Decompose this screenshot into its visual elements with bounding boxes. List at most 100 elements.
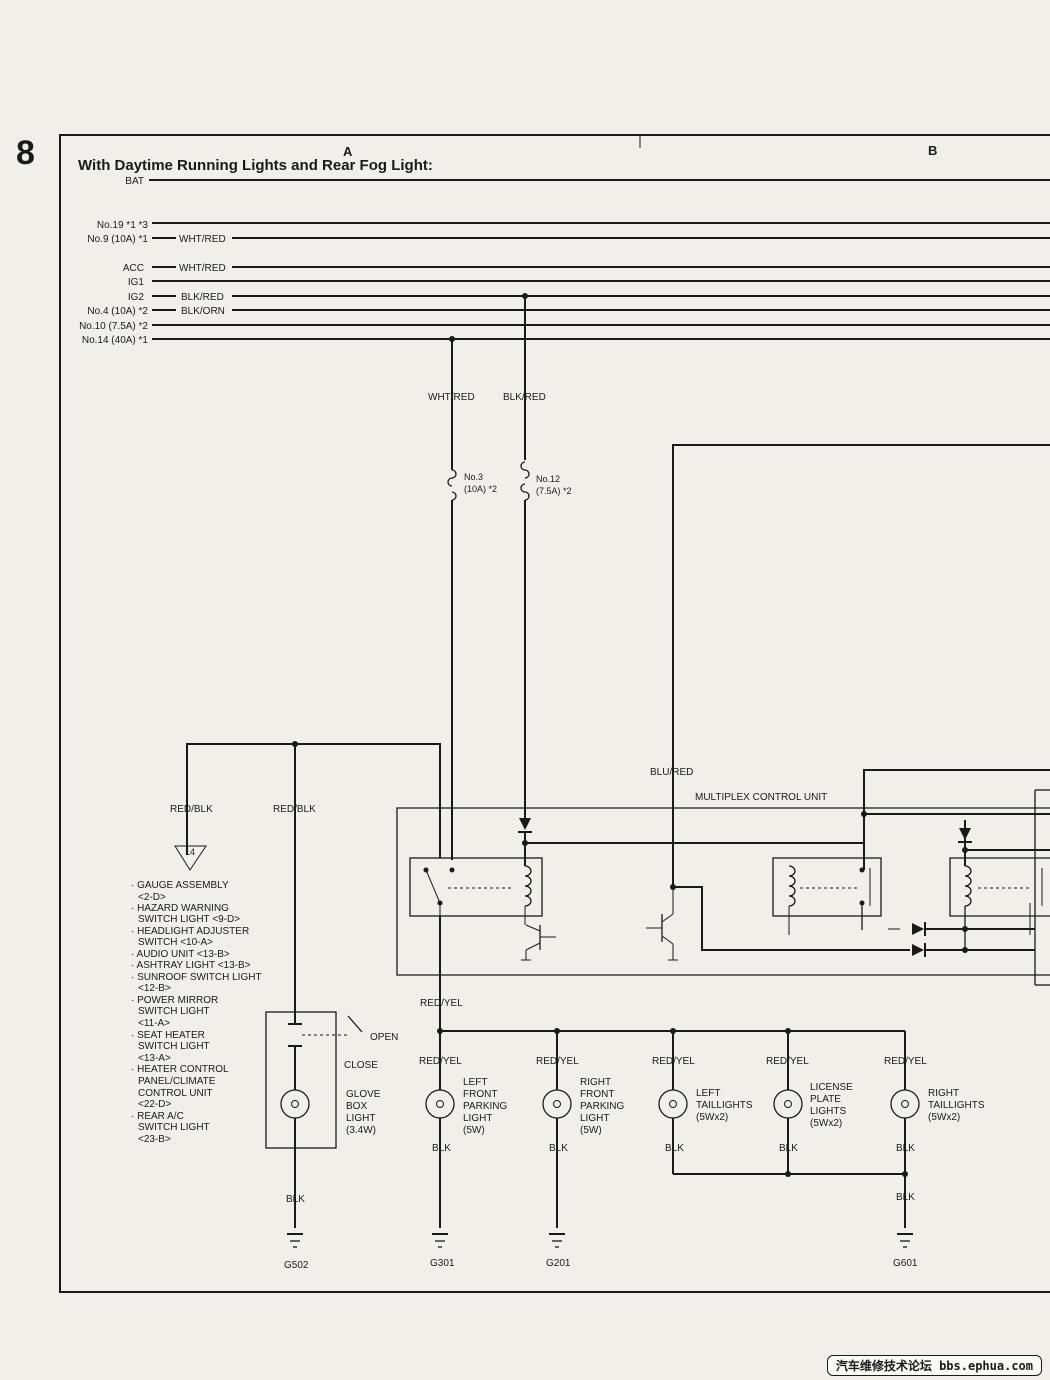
glove-box-label-1: GLOVE (346, 1089, 381, 1100)
lamp-2-label-3: PARKING (580, 1101, 624, 1112)
multiplex-control-unit: MULTIPLEX CONTROL UNIT (396, 769, 1050, 986)
lamp-2-label-2: FRONT (580, 1089, 614, 1100)
bus-label-bat: BAT (125, 176, 144, 187)
feed-item-12: SWITCH LIGHT (138, 1006, 210, 1017)
bus-wire-no9: WHT/RED (179, 234, 226, 245)
relay-2-coil-icon (788, 865, 796, 907)
feed-item-15: SWITCH LIGHT (138, 1041, 210, 1052)
control-unit-label: MULTIPLEX CONTROL UNIT (695, 792, 827, 803)
glove-box-label-4: (3.4W) (346, 1125, 376, 1136)
lamp-5-wire-out: BLK (896, 1143, 915, 1154)
feed-item-17: · HEATER CONTROL (131, 1064, 229, 1075)
relay-3 (949, 857, 1050, 917)
ground-g502: G502 (284, 1260, 309, 1271)
bus-wire-no4: BLK/ORN (181, 306, 225, 317)
lamp-5-label-1: RIGHT (928, 1088, 959, 1099)
lamp-4-label-1: LICENSE (810, 1082, 853, 1093)
lamp-1-label-1: LEFT (463, 1077, 487, 1088)
lamp-1-label-5: (5W) (463, 1125, 485, 1136)
light-bus-wire: RED/YEL (420, 998, 463, 1009)
lamp-4-label-2: PLATE (810, 1094, 841, 1105)
feed-item-14: · SEAT HEATER (131, 1030, 205, 1041)
lamp-left-front-parking: RED/YEL LEFT FRONT PARKING LIGHT (5W) BL… (419, 1056, 507, 1269)
gauge-feed-list: · GAUGE ASSEMBLY <2-D> · HAZARD WARNING … (131, 880, 262, 1145)
feed-item-19: CONTROL UNIT (138, 1088, 213, 1099)
feed-item-3: · HAZARD WARNING (131, 903, 229, 914)
lamp-1-label-4: LIGHT (463, 1113, 492, 1124)
feed-item-6: SWITCH <10-A> (138, 937, 213, 948)
ground-g201: G201 (546, 1258, 571, 1269)
lamp-2-label-1: RIGHT (580, 1077, 611, 1088)
gauge-feed-wire: RED/BLK (170, 804, 213, 815)
glove-box-label-2: BOX (346, 1101, 367, 1112)
lamp-2-wire-in: RED/YEL (536, 1056, 579, 1067)
feed-item-20: <22-D> (138, 1099, 172, 1110)
bus-wire-acc: WHT/RED (179, 263, 226, 274)
feed-item-1: · GAUGE ASSEMBLY (131, 880, 229, 891)
fuse-no3-icon (447, 469, 457, 501)
lamp-3-label-2: TAILLIGHTS (696, 1100, 753, 1111)
feed-item-22: SWITCH LIGHT (138, 1122, 210, 1133)
fuse-no12-label: No.12 (536, 474, 560, 484)
zone-b-label: B (928, 143, 937, 158)
page-number: 8 (16, 134, 35, 172)
lamp-3-label-1: LEFT (696, 1088, 720, 1099)
glove-box-wire-out: BLK (286, 1194, 305, 1205)
bus-label-acc: ACC (123, 263, 144, 274)
lamp-right-front-parking: RED/YEL RIGHT FRONT PARKING LIGHT (5W) B… (536, 1056, 624, 1269)
lamp-1-wire-in: RED/YEL (419, 1056, 462, 1067)
lamp-1-label-3: PARKING (463, 1101, 507, 1112)
glove-box-light-unit (265, 1011, 337, 1149)
lamp-4-wire-out: BLK (779, 1143, 798, 1154)
fuse-branches: WHT/RED BLK/RED No.3 (10A) *2 No.12 (7.5… (428, 293, 572, 860)
diode-icon (519, 818, 531, 830)
glove-box-switch-close: CLOSE (344, 1060, 378, 1071)
connector-14-label: 14 (185, 847, 195, 857)
light-bus: RED/YEL (420, 916, 906, 1090)
branch-wire-whtred: WHT/RED (428, 392, 475, 403)
feed-item-23: <23-B> (138, 1134, 171, 1145)
rear-ground-wire: BLK (896, 1192, 915, 1203)
multiplex-input-wire: BLU/RED (650, 767, 693, 778)
bus-label-ig1: IG1 (128, 277, 145, 288)
fuse-no12-rating: (7.5A) *2 (536, 486, 572, 496)
glove-box-wire-in: RED/BLK (273, 804, 316, 815)
feed-item-13: <11-A> (138, 1018, 170, 1029)
feed-item-2: <2-D> (138, 892, 166, 903)
lamp-license-plate: RED/YEL LICENSE PLATE LIGHTS (5Wx2) BLK (766, 1056, 853, 1174)
relay-1-coil-icon (524, 865, 532, 907)
gauge-feed: RED/BLK 14 (170, 741, 441, 871)
watermark-banner: 汽车维修技术论坛 bbs.ephua.com (826, 1355, 1042, 1376)
bus-label-no10: No.10 (7.5A) *2 (79, 321, 148, 332)
diagram-frame (59, 134, 1050, 1293)
lamp-4-label-3: LIGHTS (810, 1106, 846, 1117)
lamp-5-wire-in: RED/YEL (884, 1056, 927, 1067)
diagram-title: With Daytime Running Lights and Rear Fog… (78, 157, 433, 174)
glove-box-circuit: RED/BLK OPEN CLOSE GLOVE BOX LIGHT (3.4W… (265, 744, 398, 1271)
relay-1 (409, 857, 543, 917)
bus-wire-ig2: BLK/RED (181, 292, 224, 303)
lamp-4-bulb-icon (773, 1089, 803, 1119)
lamp-3-label-3: (5Wx2) (696, 1112, 728, 1123)
feed-item-18: PANEL/CLIMATE (138, 1076, 216, 1087)
bus-label-no4: No.4 (10A) *2 (87, 306, 148, 317)
lamp-5-label-3: (5Wx2) (928, 1112, 960, 1123)
lamp-1-bulb-icon (425, 1089, 455, 1119)
relay-3-coil-icon (964, 865, 972, 907)
feed-item-11: · POWER MIRROR (131, 995, 218, 1006)
feed-item-10: <12-B> (138, 983, 171, 994)
multiplex-feed: BLU/RED (650, 444, 1050, 887)
lamp-4-label-4: (5Wx2) (810, 1118, 842, 1129)
feed-item-7: · AUDIO UNIT <13-B> (131, 949, 230, 960)
fuse-no3-label: No.3 (464, 472, 483, 482)
glove-box-label-3: LIGHT (346, 1113, 375, 1124)
bus-label-no19: No.19 *1 *3 (97, 220, 149, 231)
lamp-3-wire-in: RED/YEL (652, 1056, 695, 1067)
glove-box-bulb-icon (280, 1089, 310, 1119)
lamp-2-label-5: (5W) (580, 1125, 602, 1136)
lamp-5-bulb-icon (890, 1089, 920, 1119)
bus-label-no9: No.9 (10A) *1 (87, 234, 148, 245)
feed-item-5: · HEADLIGHT ADJUSTER (131, 926, 249, 937)
branch-wire-blkred: BLK/RED (503, 392, 546, 403)
